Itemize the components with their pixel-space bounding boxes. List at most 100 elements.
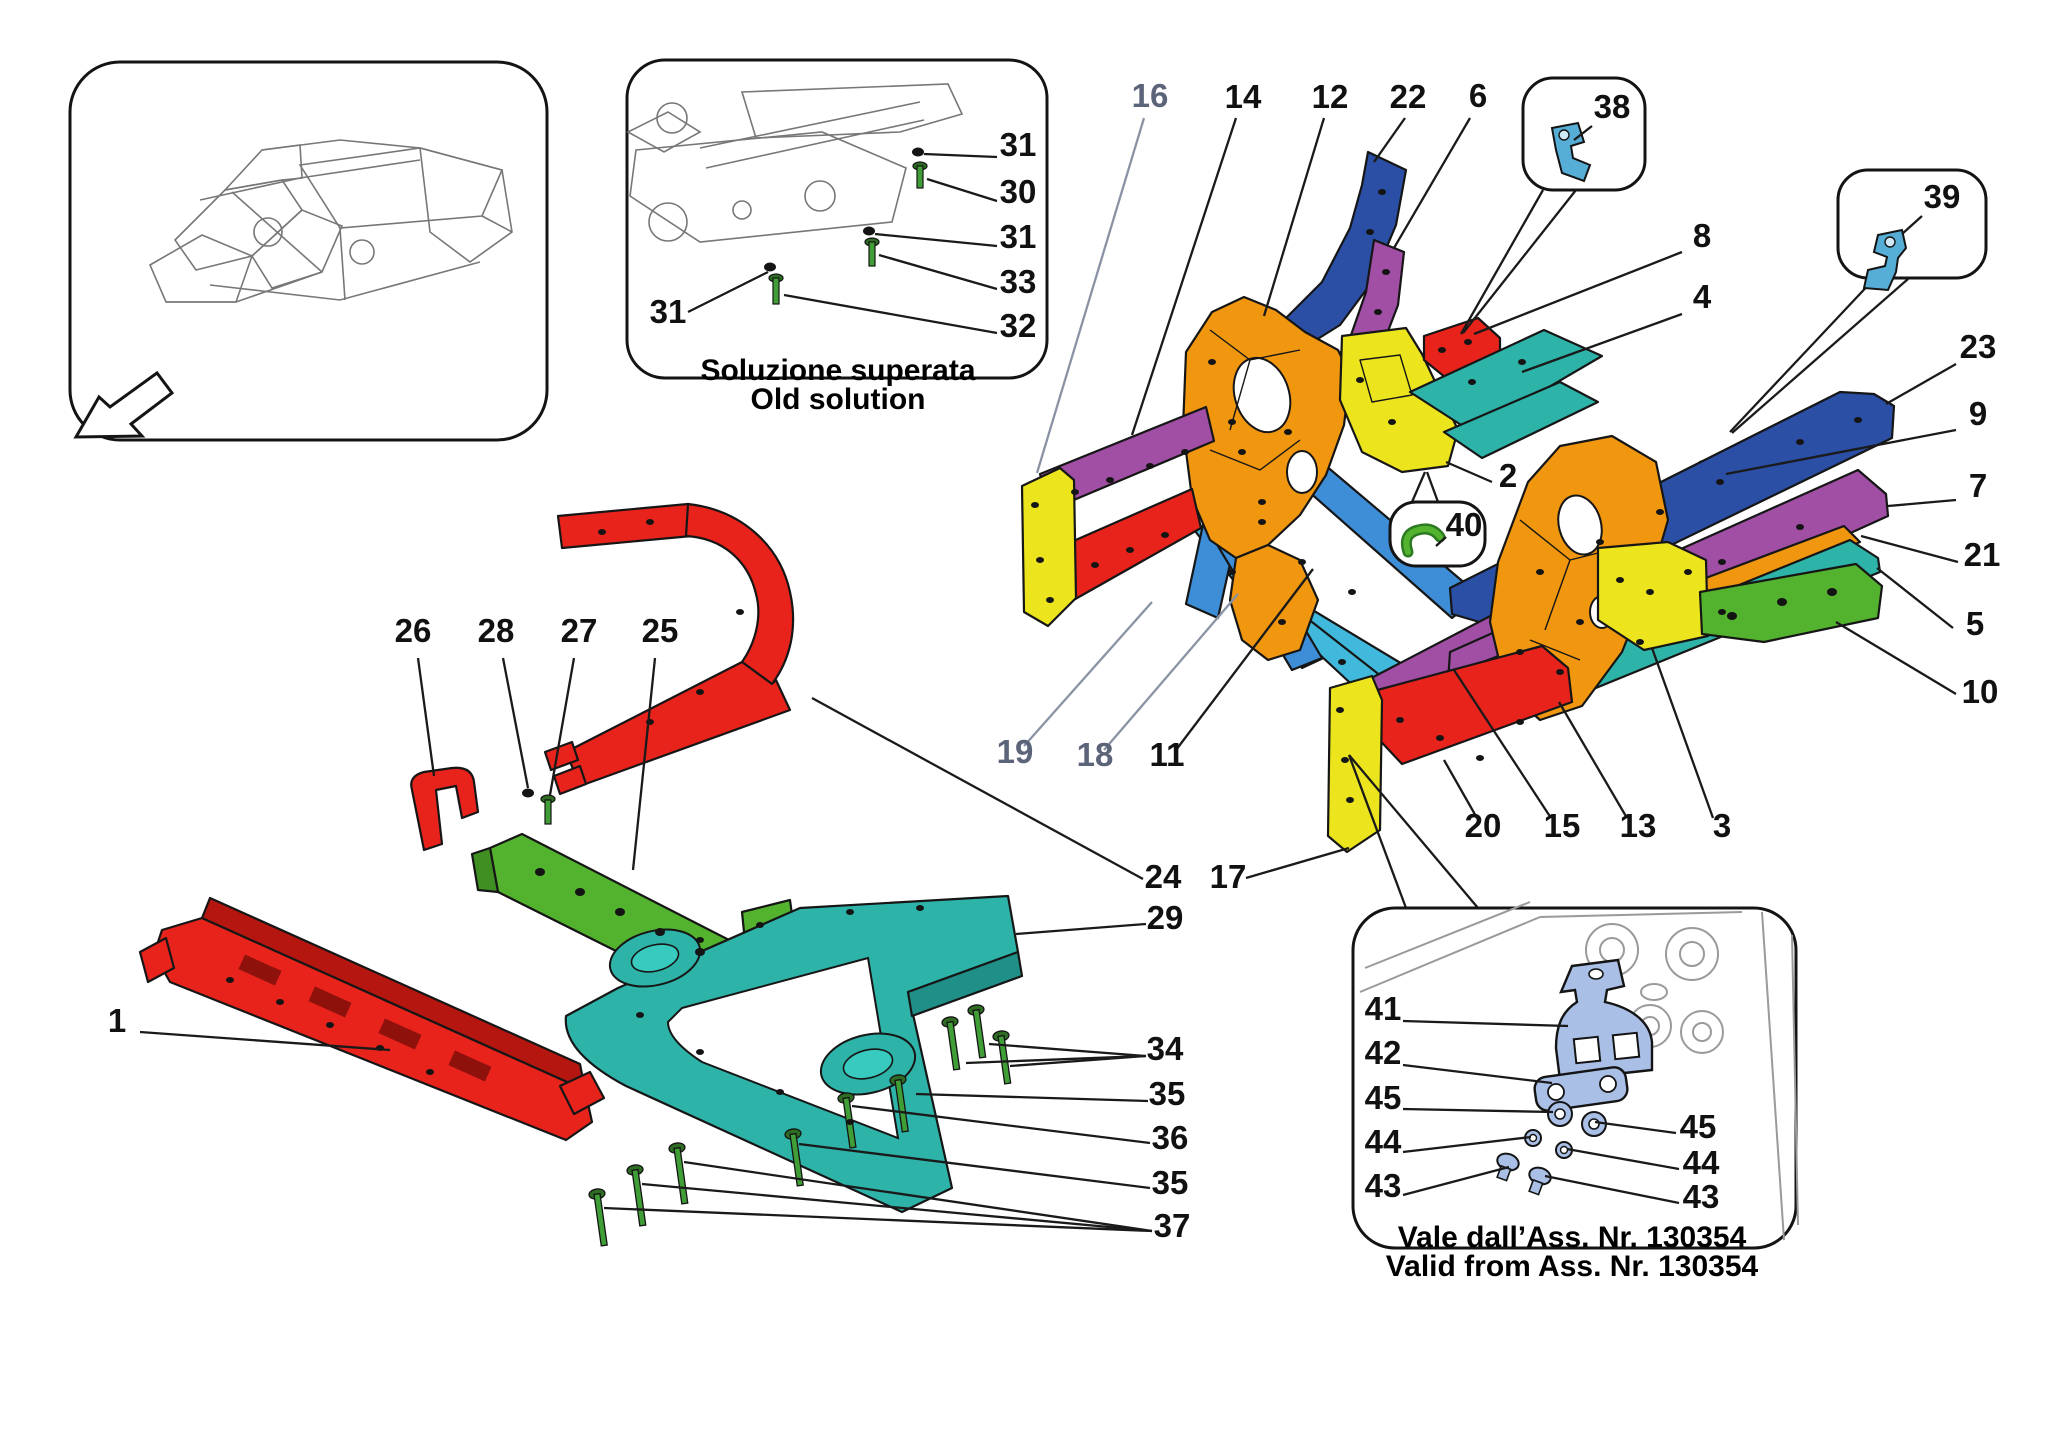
callout-10[interactable]: 10 [1962,673,1999,710]
leader-line-31 [923,152,998,159]
callout-34[interactable]: 34 [1147,1030,1184,1067]
leader-line-8 [1473,250,1683,336]
leader-line-45 [1402,1107,1554,1114]
callout-24[interactable]: 24 [1145,858,1182,895]
callout-27[interactable]: 27 [561,612,598,649]
leader-line-33 [878,253,998,291]
front-subframe-part-29 [564,894,1024,1214]
leader-line-24 [811,696,1144,881]
callout-33[interactable]: 33 [1000,263,1037,300]
valid-from-caption-it: Vale dall’Ass. Nr. 130354 [1398,1221,1747,1254]
callout-32[interactable]: 32 [1000,307,1037,344]
callout-43[interactable]: 43 [1683,1178,1720,1215]
callout-13[interactable]: 13 [1620,807,1657,844]
callout-30[interactable]: 30 [1000,173,1037,210]
callout-44[interactable]: 44 [1365,1123,1402,1160]
callout-39[interactable]: 39 [1924,178,1961,215]
callout-9[interactable]: 9 [1969,395,1987,432]
leader-lines [139,117,1959,1233]
bubble-40 [1388,471,1487,568]
callout-4[interactable]: 4 [1693,278,1712,315]
inset-valid-from: Vale dall’Ass. Nr. 130354 Valid from Ass… [1347,754,1799,1283]
leader-line-16 [1035,117,1146,474]
leader-line-4 [1521,312,1683,374]
callout-29[interactable]: 29 [1147,899,1184,936]
leader-line-38 [1573,125,1593,141]
inner-panel-part-2 [1338,326,1460,474]
callout-31[interactable]: 31 [1000,218,1037,255]
callout-21[interactable]: 21 [1964,536,2001,573]
callout-40[interactable]: 40 [1446,506,1483,543]
front-structure-assembly [1020,150,1604,718]
leader-line-15 [1453,669,1552,819]
inset-chassis-overview [68,60,549,442]
callout-18[interactable]: 18 [1077,736,1114,773]
leader-line-14 [1130,117,1238,436]
leader-line-18 [1103,593,1239,751]
callout-11[interactable]: 11 [1150,736,1185,773]
callout-42[interactable]: 42 [1365,1034,1402,1071]
bracket-41-icon [1554,958,1654,1082]
callout-35[interactable]: 35 [1149,1075,1186,1112]
leader-line-2 [1445,460,1493,484]
callout-1[interactable]: 1 [108,1002,126,1039]
leader-line-5 [1876,567,1954,629]
callout-26[interactable]: 26 [395,612,432,649]
callout-16[interactable]: 16 [1132,77,1169,114]
leader-line-37 [603,1206,1153,1233]
front-bumper-beam-part-1 [138,896,606,1142]
callout-37[interactable]: 37 [1154,1207,1191,1244]
leader-line-27 [548,657,576,796]
valid-from-caption-en: Valid from Ass. Nr. 130354 [1386,1250,1759,1283]
callout-7[interactable]: 7 [1969,467,1987,504]
callout-28[interactable]: 28 [478,612,515,649]
old-solution-caption-en: Old solution [751,383,926,416]
leader-line-35 [915,1092,1149,1103]
callout-22[interactable]: 22 [1390,78,1427,115]
callout-15[interactable]: 15 [1544,807,1581,844]
leader-line-41 [1402,1019,1569,1028]
callout-36[interactable]: 36 [1152,1119,1189,1156]
callout-43[interactable]: 43 [1365,1167,1402,1204]
leader-line-6 [1393,117,1471,249]
washers-bolts-icons [1496,1101,1607,1196]
callout-17[interactable]: 17 [1210,858,1247,895]
callout-41[interactable]: 41 [1365,990,1402,1027]
callout-25[interactable]: 25 [642,612,679,649]
callout-23[interactable]: 23 [1960,328,1997,365]
callout-5[interactable]: 5 [1966,605,1984,642]
callout-8[interactable]: 8 [1693,217,1711,254]
leader-line-40 [1435,536,1447,547]
sill-part-3 [1596,540,1710,652]
end-plate-part-17 [1326,674,1384,854]
callout-3[interactable]: 3 [1713,807,1731,844]
leader-line-39 [1901,215,1923,235]
old-solution-art [626,83,964,243]
callout-2[interactable]: 2 [1499,457,1517,494]
callout-45[interactable]: 45 [1365,1079,1402,1116]
callout-6[interactable]: 6 [1469,77,1487,114]
leader-line-44 [1566,1147,1680,1171]
callout-14[interactable]: 14 [1225,78,1262,115]
leader-line-42 [1402,1063,1553,1085]
callout-44[interactable]: 44 [1683,1144,1720,1181]
callout-31[interactable]: 31 [1000,126,1037,163]
old-solution-caption-it: Soluzione superata [700,354,975,387]
callout-20[interactable]: 20 [1465,807,1502,844]
callout-35[interactable]: 35 [1152,1164,1189,1201]
callout-45[interactable]: 45 [1680,1108,1717,1145]
leader-line-28 [501,657,530,789]
leader-line-22 [1373,117,1406,163]
valid-from-background-art [1359,901,1799,1241]
leader-line-32 [783,293,998,335]
callout-31[interactable]: 31 [650,293,687,330]
leader-line-1 [139,1030,391,1052]
callout-19[interactable]: 19 [997,733,1034,770]
leader-line-13 [1558,701,1628,819]
leader-line-43 [1544,1174,1680,1205]
callout-12[interactable]: 12 [1312,78,1349,115]
callout-38[interactable]: 38 [1594,88,1631,125]
mounting-bolts-green [588,1004,1012,1247]
